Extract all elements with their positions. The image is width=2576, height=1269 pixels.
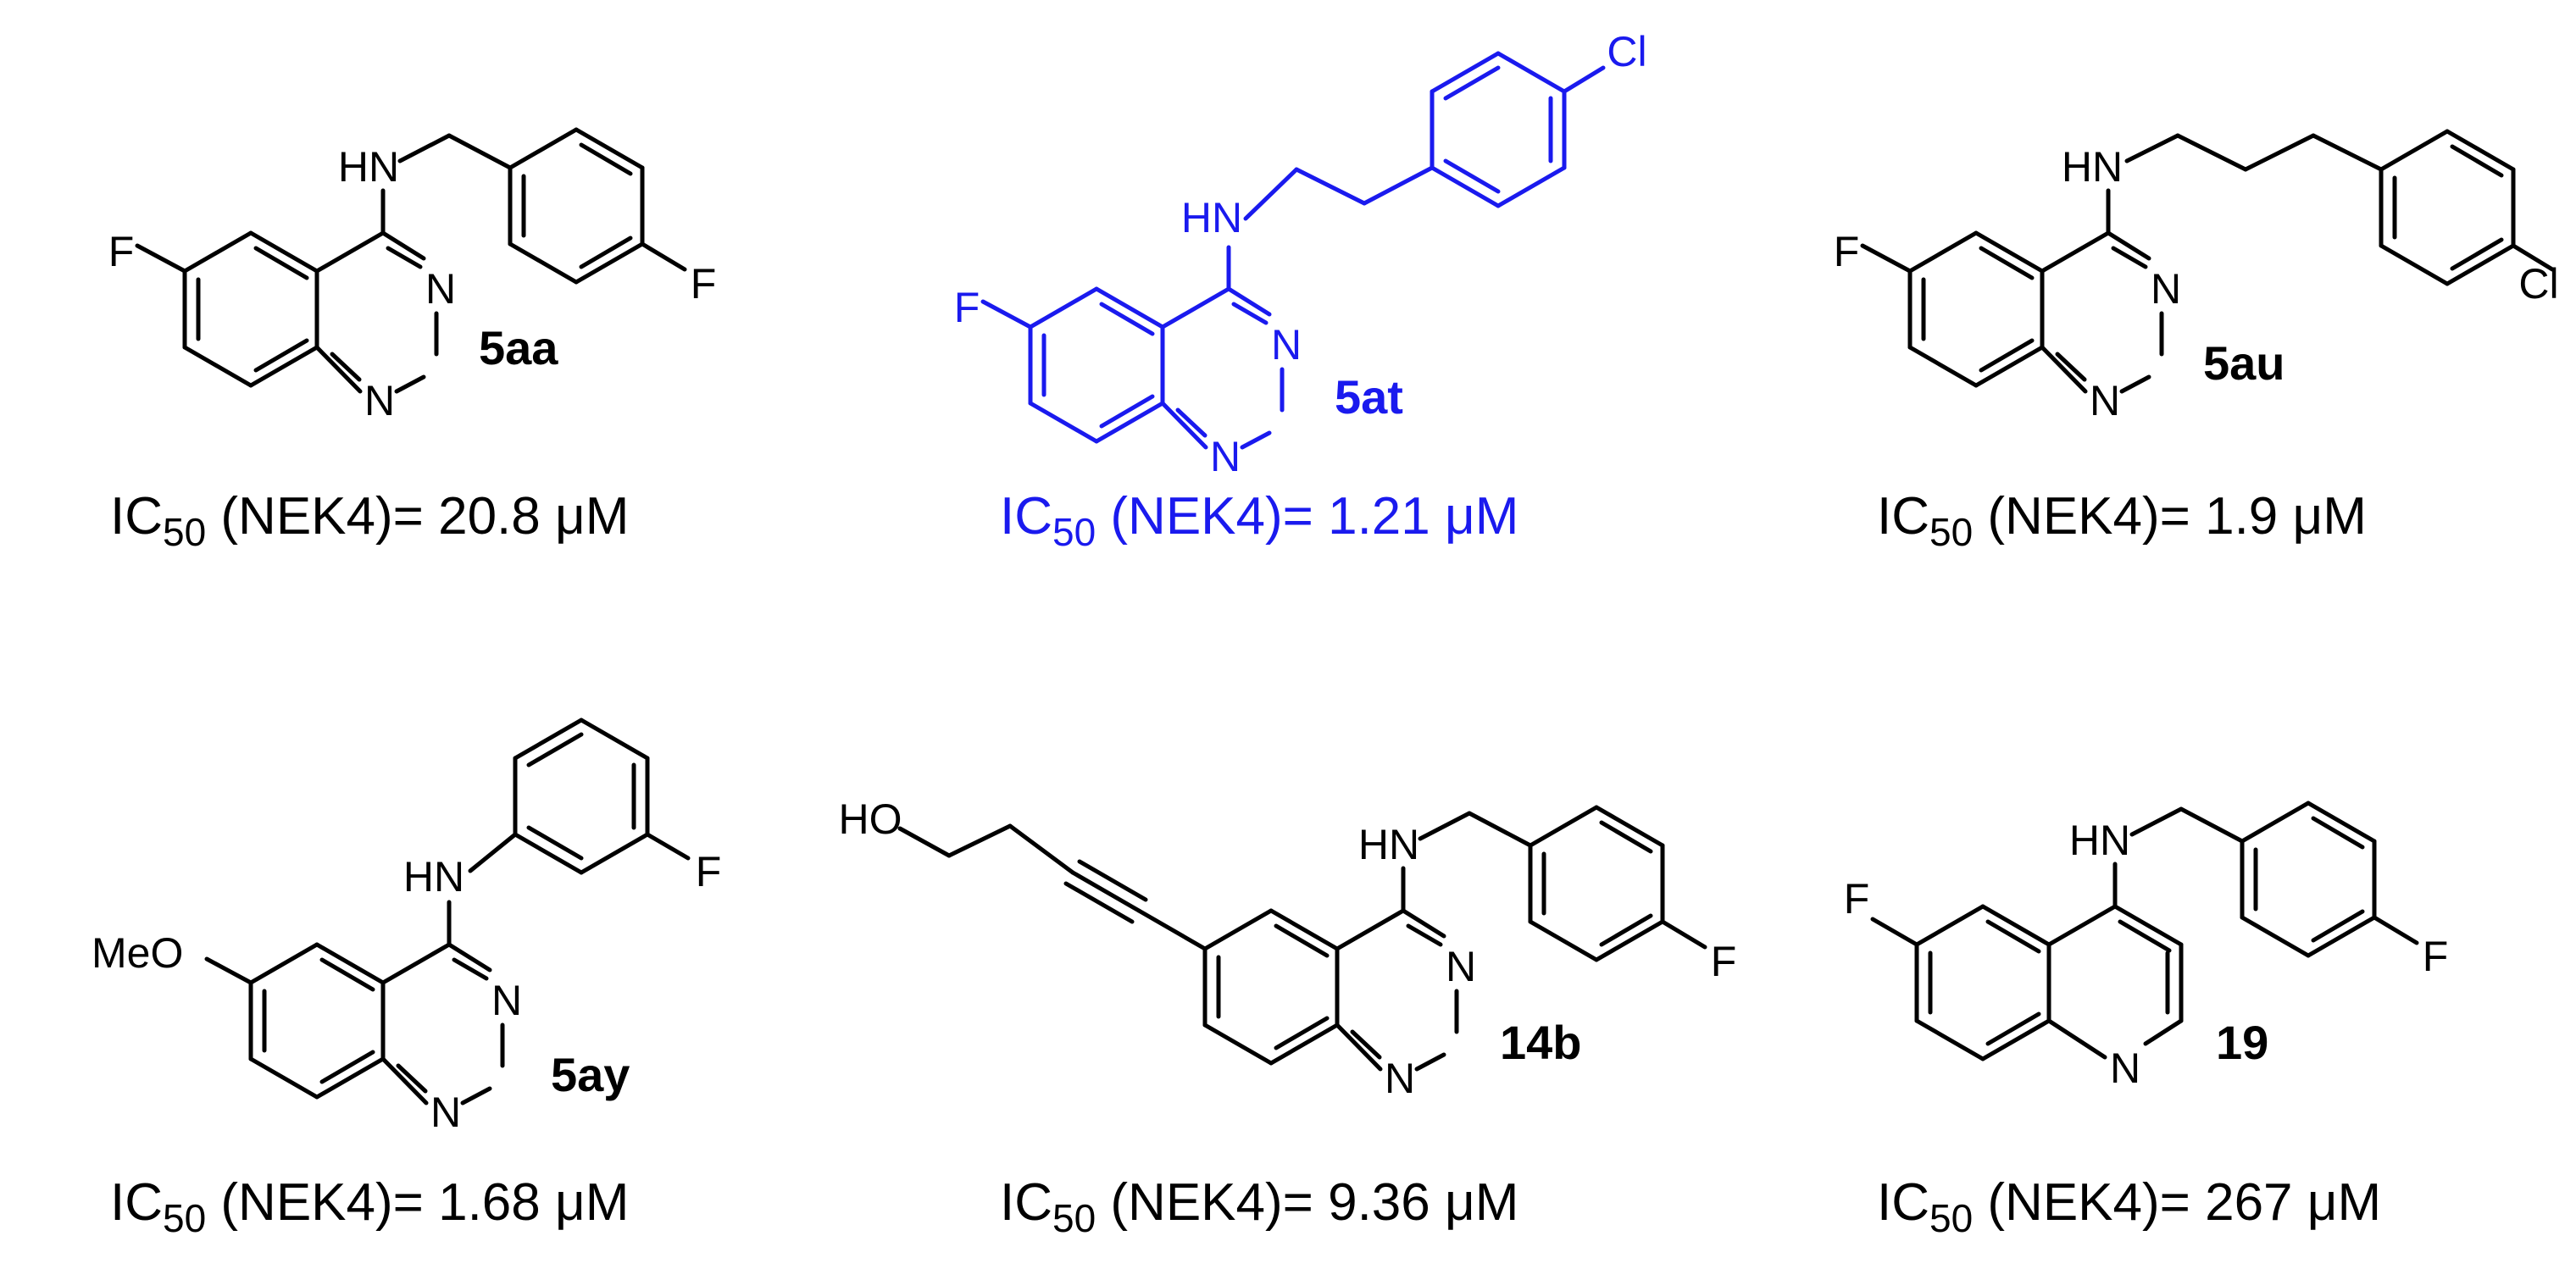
atom-meo-5ay: MeO bbox=[92, 929, 183, 977]
atom-n1-14b: N bbox=[1446, 943, 1476, 990]
compound-label-19: 19 bbox=[2216, 1016, 2268, 1069]
atom-n3-5aa: N bbox=[364, 377, 395, 424]
atom-f-right-19: F bbox=[2423, 933, 2449, 980]
atom-nh-5aa: HN bbox=[338, 143, 399, 191]
atom-n1-5aa: N bbox=[425, 265, 456, 313]
compound-label-14b: 14b bbox=[1500, 1016, 1582, 1069]
atom-cl-5au: Cl bbox=[2518, 260, 2558, 308]
compound-label-5ay: 5ay bbox=[551, 1048, 630, 1101]
atom-n1-5au: N bbox=[2151, 265, 2181, 313]
atom-nh-14b: HN bbox=[1358, 821, 1419, 868]
ic50-value-5au: IC50 (NEK4)= 1.9 μM bbox=[1877, 487, 2367, 554]
compound-5au bbox=[1860, 129, 2555, 394]
atom-nh-5ay: HN bbox=[403, 853, 464, 900]
ic50-value-14b: IC50 (NEK4)= 9.36 μM bbox=[1000, 1173, 1518, 1240]
atom-ho-14b: HO bbox=[839, 795, 902, 843]
compound-5at bbox=[980, 51, 1606, 450]
compound-14b bbox=[897, 805, 1707, 1072]
atom-n1-19: N bbox=[2110, 1045, 2140, 1092]
ic50-value-19: IC50 (NEK4)= 267 μM bbox=[1877, 1173, 2381, 1240]
atom-f-left-5aa: F bbox=[108, 228, 135, 275]
atom-f-left-5au: F bbox=[1834, 228, 1860, 275]
atom-n3-5au: N bbox=[2090, 377, 2120, 424]
atom-f-right-5ay: F bbox=[696, 848, 722, 895]
atom-f-right-14b: F bbox=[1711, 938, 1737, 985]
compound-label-5au: 5au bbox=[2203, 336, 2285, 390]
ic50-value-5aa: IC50 (NEK4)= 20.8 μM bbox=[110, 487, 629, 554]
atom-n1-5ay: N bbox=[491, 977, 522, 1024]
atom-f-right-5aa: F bbox=[691, 260, 717, 308]
compound-5ay bbox=[204, 718, 691, 1106]
atom-nh-5at: HN bbox=[1181, 194, 1242, 241]
atom-f-left-5at: F bbox=[954, 284, 980, 331]
compound-5aa bbox=[135, 127, 687, 394]
atom-f-left-19: F bbox=[1844, 875, 1870, 923]
atom-n1-5at: N bbox=[1271, 321, 1302, 369]
atom-cl-5at: Cl bbox=[1607, 28, 1646, 75]
compound-19 bbox=[1870, 801, 2419, 1061]
atom-nh-19: HN bbox=[2069, 817, 2130, 864]
atom-n3-5at: N bbox=[1210, 433, 1241, 480]
compound-label-5aa: 5aa bbox=[479, 321, 558, 374]
atom-nh-5au: HN bbox=[2062, 143, 2123, 191]
atom-n3-14b: N bbox=[1385, 1055, 1415, 1102]
ic50-value-5at: IC50 (NEK4)= 1.21 μM bbox=[1000, 487, 1518, 554]
ic50-value-5ay: IC50 (NEK4)= 1.68 μM bbox=[110, 1173, 629, 1240]
atom-n3-5ay: N bbox=[430, 1089, 461, 1136]
compound-label-5at: 5at bbox=[1335, 370, 1403, 424]
